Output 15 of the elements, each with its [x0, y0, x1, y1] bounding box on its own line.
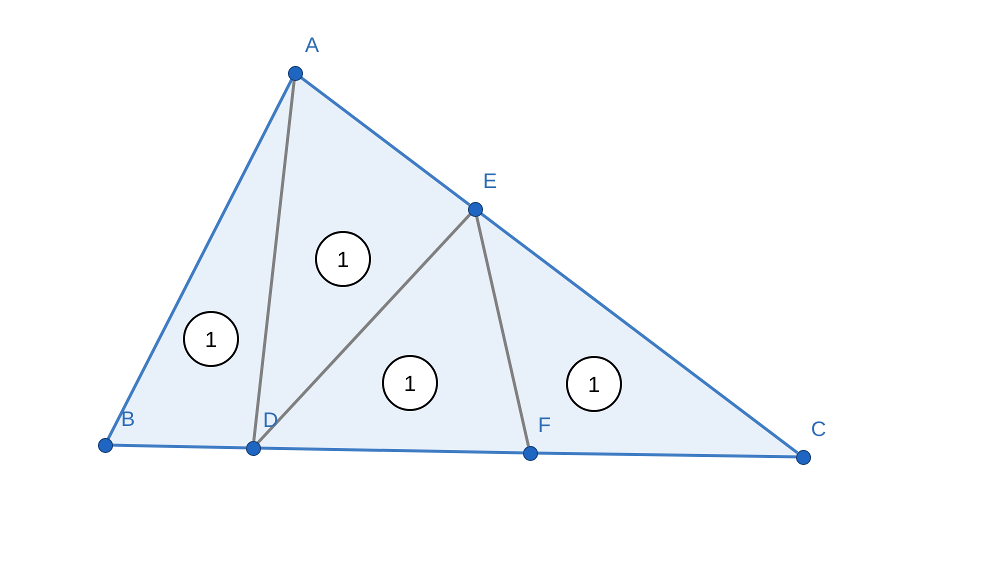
line-segment — [475, 216, 530, 446]
line-segment — [300, 76, 470, 206]
point-label: A — [305, 35, 320, 56]
line-segment — [536, 452, 796, 458]
point-label: D — [263, 410, 278, 431]
line-segment — [480, 212, 798, 454]
line-segment — [112, 444, 246, 450]
line-segment — [252, 80, 296, 442]
line-segment — [106, 78, 294, 440]
point-label: B — [121, 409, 136, 430]
point-label: C — [811, 419, 826, 440]
point-label: F — [538, 415, 551, 436]
line-segment — [256, 213, 472, 444]
line-segment — [260, 446, 524, 454]
point-label: E — [483, 171, 498, 192]
